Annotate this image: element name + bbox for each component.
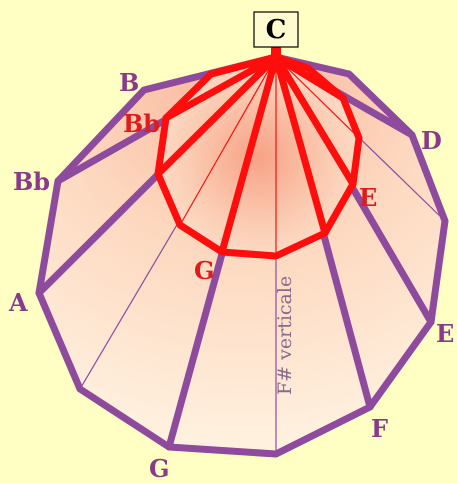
inner-label-g: G [194,256,215,285]
outer-label-b: B [119,68,139,97]
inner-label-e: E [359,183,377,212]
outer-label-d: D [421,126,442,155]
apex-dot [271,47,281,57]
outer-label-e: E [436,319,454,348]
inner-thin-lines [179,56,360,256]
outer-label-bb: Bb [13,167,50,196]
outer-label-f: F [371,414,388,443]
apex-label-box [253,11,299,48]
vertical-axis-label: F# verticale [274,276,296,395]
outer-label-g: G [149,454,170,483]
inner-thick-lines [154,53,357,256]
apex-label: C [266,15,287,45]
outer-label-a: A [8,288,28,317]
inner-label-bb: Bb [123,109,160,138]
